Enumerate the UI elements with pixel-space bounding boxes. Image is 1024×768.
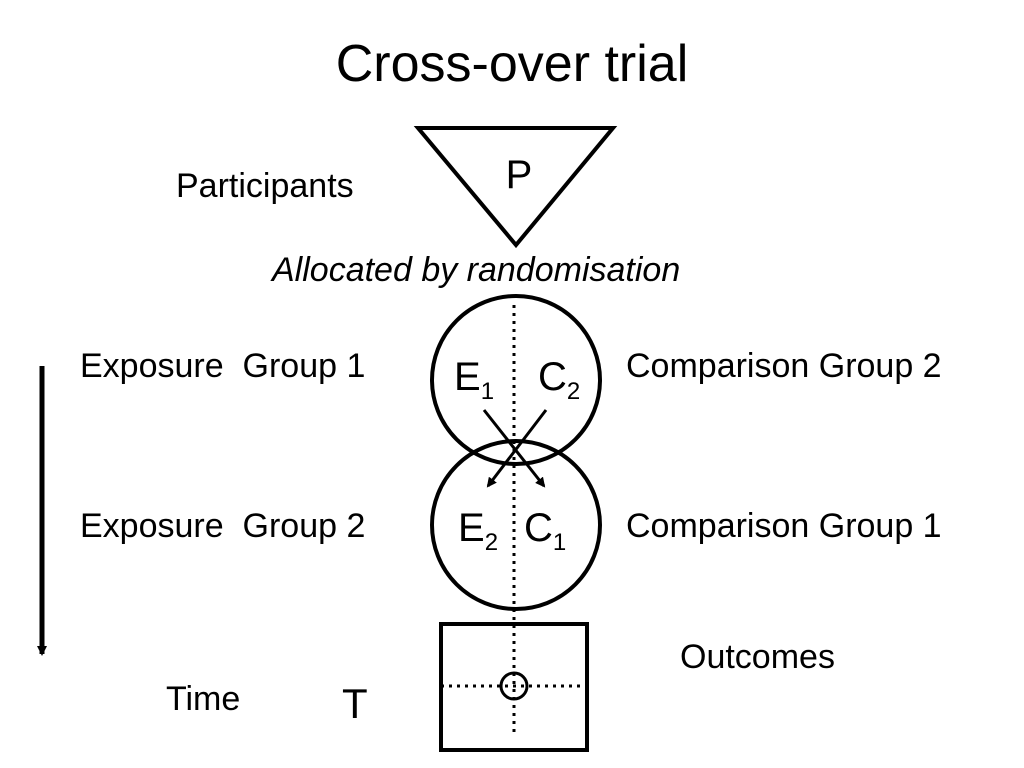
period-1-circle xyxy=(430,294,602,466)
participants-symbol: P xyxy=(506,153,533,197)
time-symbol: T xyxy=(342,680,368,727)
crossover-arrow-e-to-c xyxy=(482,409,546,488)
period-2-circle xyxy=(430,439,602,611)
crossover-arrow-c-to-e xyxy=(486,409,548,488)
comparison-symbol-2: C2 xyxy=(538,355,580,405)
outcomes-label: Outcomes xyxy=(680,638,835,676)
diagram-title: Cross-over trial xyxy=(335,35,689,93)
outcome-marker-circle xyxy=(499,671,529,701)
allocation-label: Allocated by randomisation xyxy=(272,251,681,289)
time-label: Time xyxy=(166,680,241,718)
exposure-group-2-label: Exposure Group 2 xyxy=(80,507,366,545)
participants-triangle xyxy=(413,126,618,249)
comparison-group-1-label: Comparison Group 1 xyxy=(626,507,942,545)
exposure-symbol-1: E1 xyxy=(454,355,494,405)
comparison-group-2-label: Comparison Group 2 xyxy=(626,347,942,385)
comparison-symbol-1: C1 xyxy=(524,506,566,556)
exposure-group-1-label: Exposure Group 1 xyxy=(80,347,366,385)
participants-label: Participants xyxy=(176,167,354,205)
exposure-symbol-2: E2 xyxy=(458,506,498,556)
